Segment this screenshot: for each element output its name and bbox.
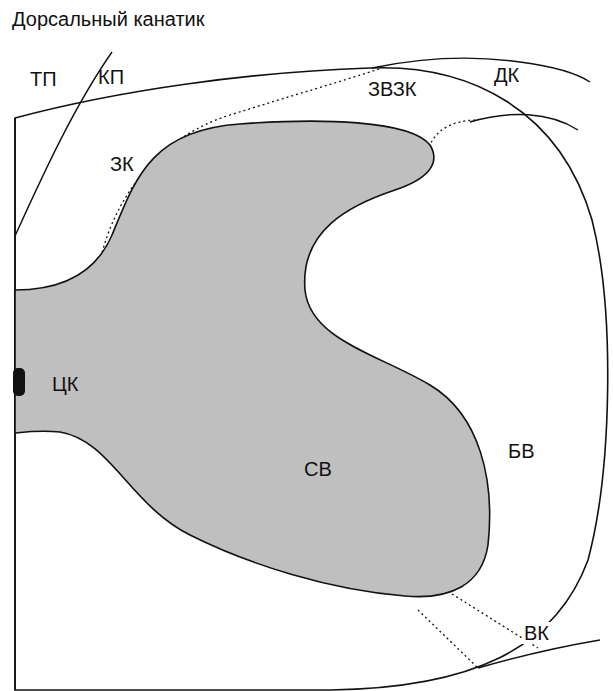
septum-line xyxy=(15,52,112,236)
region-label: ВК xyxy=(522,622,551,644)
region-label: ЗВЗК xyxy=(366,78,419,100)
region-label: ЦК xyxy=(50,373,80,395)
region-label: ТП xyxy=(28,68,59,90)
region-label: ДК xyxy=(492,64,521,86)
root-line xyxy=(478,640,600,668)
region-label: СВ xyxy=(302,458,334,480)
central-canal xyxy=(13,368,25,396)
region-label: ЗК xyxy=(108,153,136,175)
region-label: БВ xyxy=(506,440,536,462)
root-line xyxy=(470,114,578,130)
grey-matter xyxy=(15,121,490,596)
dotted-boundary xyxy=(418,610,478,668)
heading: Дорсальный канатик xyxy=(10,8,207,30)
dotted-boundary xyxy=(428,120,478,152)
region-label: КП xyxy=(96,66,126,88)
outer-outline xyxy=(15,68,608,690)
